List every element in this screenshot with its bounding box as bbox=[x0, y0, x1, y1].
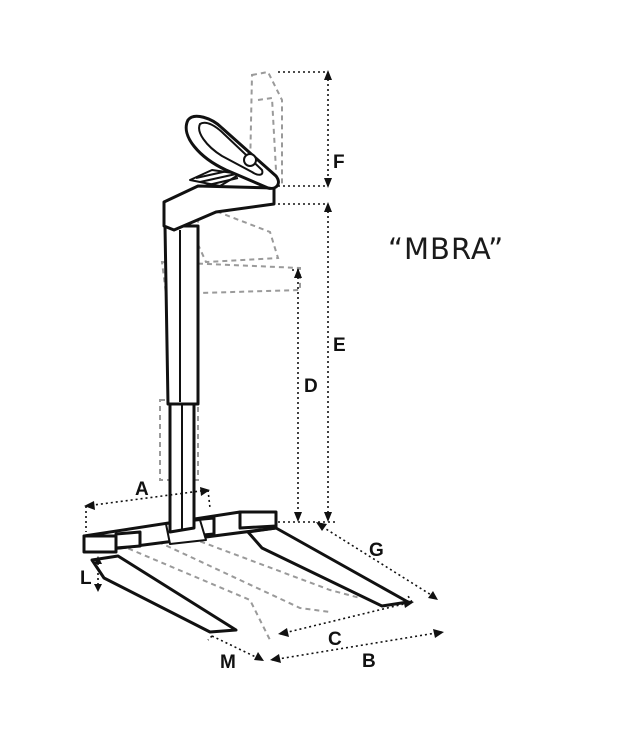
top-arm bbox=[162, 169, 276, 232]
dim-label-l: L bbox=[80, 568, 92, 589]
dimension-lines bbox=[84, 70, 444, 663]
dim-label-e: E bbox=[333, 335, 346, 356]
dim-label-b: B bbox=[362, 651, 376, 672]
dim-label-f: F bbox=[333, 152, 345, 173]
fork-carriage bbox=[82, 510, 278, 554]
dim-label-a: A bbox=[135, 479, 149, 500]
ghost-positions bbox=[119, 70, 361, 641]
fork-tine-left bbox=[90, 554, 238, 634]
dim-label-g: G bbox=[369, 540, 384, 561]
fork-tine-right bbox=[246, 526, 410, 608]
model-name: “MBRA” bbox=[388, 232, 505, 266]
hanger-bail bbox=[184, 114, 280, 190]
dim-label-m: M bbox=[220, 652, 236, 673]
dim-label-c: C bbox=[328, 629, 342, 650]
dim-label-d: D bbox=[304, 376, 318, 397]
vertical-mast bbox=[163, 224, 200, 534]
